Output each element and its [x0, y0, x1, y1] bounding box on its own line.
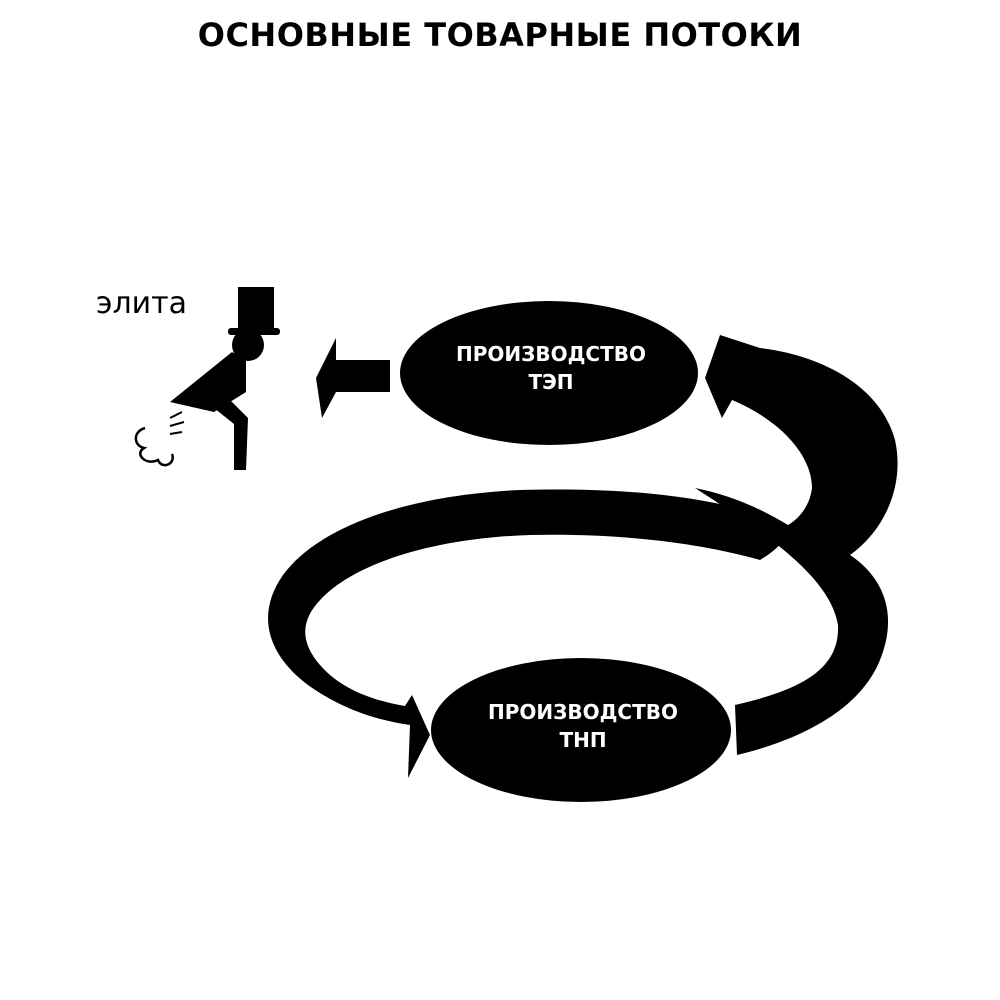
node-tep-line1: ПРОИЗВОДСТВО	[456, 342, 646, 366]
node-tnp: ПРОИЗВОДСТВО ТНП	[431, 658, 731, 802]
arrow-tep-to-elite	[316, 338, 390, 418]
node-tnp-line1: ПРОИЗВОДСТВО	[488, 700, 678, 724]
elite-figure-icon	[134, 287, 280, 470]
diagram-title: ОСНОВНЫЕ ТОВАРНЫЕ ПОТОКИ	[197, 16, 803, 54]
arrow-tnp-to-tep	[695, 335, 898, 755]
arrow-loop-to-tnp	[268, 489, 787, 778]
elite-label: элита	[96, 286, 187, 321]
node-tep-line2: ТЭП	[528, 370, 573, 394]
node-tnp-line2: ТНП	[559, 728, 606, 752]
node-tep: ПРОИЗВОДСТВО ТЭП	[400, 301, 698, 445]
